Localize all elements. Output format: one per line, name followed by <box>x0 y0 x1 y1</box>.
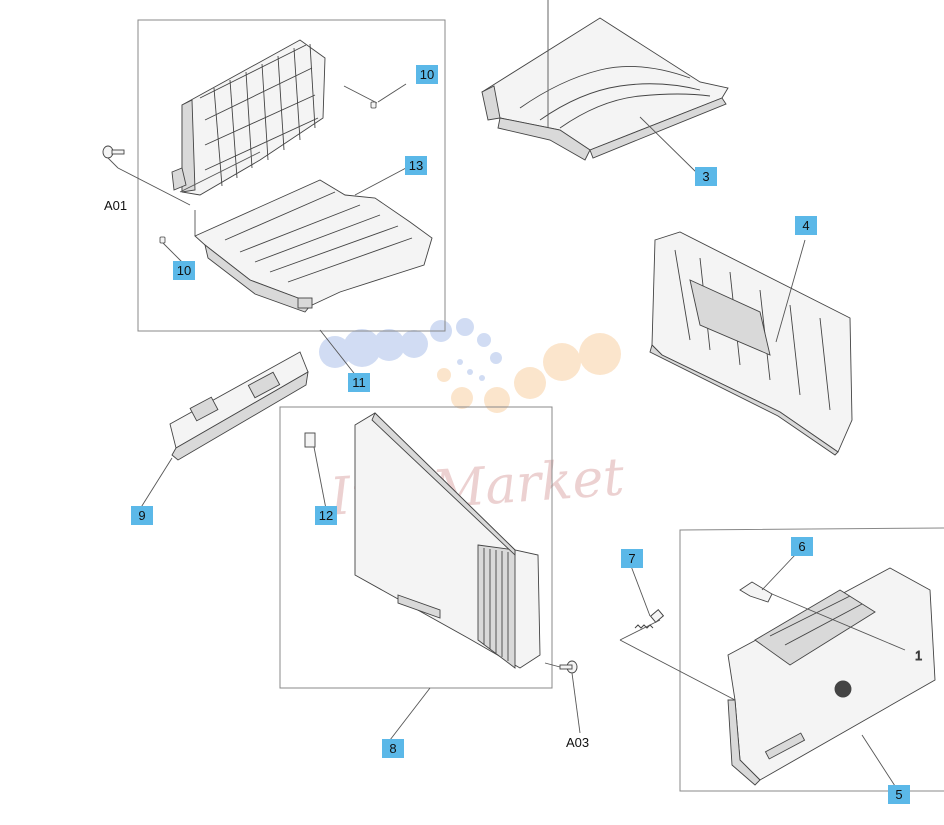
watermark-dot <box>373 329 405 361</box>
callout-7: 7 <box>621 549 643 568</box>
part-12-latch <box>304 432 316 448</box>
watermark-dot <box>477 333 491 347</box>
part-duplex-tray <box>194 179 433 313</box>
callout-label: 9 <box>138 508 145 523</box>
group-frame-8 <box>279 406 553 689</box>
callout-10-top: 10 <box>416 65 438 84</box>
watermark-dot <box>479 375 485 381</box>
screw-label-a03: A03 <box>566 735 589 750</box>
group-frame-5 <box>679 527 944 792</box>
callout-label: 13 <box>409 158 423 173</box>
pin-icon <box>159 236 166 244</box>
watermark-dot <box>437 368 451 382</box>
callout-5: 5 <box>888 785 910 804</box>
callout-label: 4 <box>802 218 809 233</box>
callout-label: 10 <box>420 67 434 82</box>
callout-12: 12 <box>315 506 337 525</box>
callout-label: 11 <box>352 375 366 390</box>
part-front-cover: 1 <box>727 567 936 786</box>
callout-label: 5 <box>895 787 902 802</box>
watermark-dot <box>484 387 510 413</box>
callout-8: 8 <box>382 739 404 758</box>
watermark-dot <box>543 343 581 381</box>
group-frame-11 <box>137 19 446 332</box>
watermark-dot <box>400 330 428 358</box>
callout-label: 8 <box>389 741 396 756</box>
watermark-dot <box>343 329 381 367</box>
watermark-dot <box>456 318 474 336</box>
leader-lines <box>107 0 906 787</box>
watermark-dot <box>467 369 473 375</box>
callout-9: 9 <box>131 506 153 525</box>
watermark-dot <box>514 367 546 399</box>
callout-10-bottom: 10 <box>173 261 195 280</box>
callout-4: 4 <box>795 216 817 235</box>
callout-13: 13 <box>405 156 427 175</box>
callout-6: 6 <box>791 537 813 556</box>
part-11-pins <box>159 101 377 244</box>
watermark-dot <box>451 387 473 409</box>
callout-3: 3 <box>695 167 717 186</box>
screw-icon <box>102 145 114 159</box>
watermark-dot <box>319 336 351 368</box>
part-left-side-cover <box>354 412 541 669</box>
screw-label-a01: A01 <box>104 198 127 213</box>
part-duplex-guide-upper <box>171 39 326 196</box>
screw-a01 <box>102 145 125 159</box>
screw-a03 <box>559 660 578 674</box>
callout-label: 12 <box>319 508 333 523</box>
callout-label: 10 <box>177 263 191 278</box>
part-side-number: 1 <box>915 648 922 663</box>
watermark-dot <box>579 333 621 375</box>
callout-label: 7 <box>628 551 635 566</box>
part-6-clip <box>739 581 773 603</box>
callout-label: 6 <box>798 539 805 554</box>
callout-label: 3 <box>702 169 709 184</box>
part-output-tray <box>481 17 729 161</box>
hp-logo-icon <box>834 680 852 698</box>
callout-11: 11 <box>348 373 370 392</box>
part-front-door-link <box>169 351 309 461</box>
watermark-dot <box>457 359 463 365</box>
part-right-side-cover <box>649 231 853 456</box>
watermark-dot <box>490 352 502 364</box>
pin-icon <box>370 101 377 109</box>
